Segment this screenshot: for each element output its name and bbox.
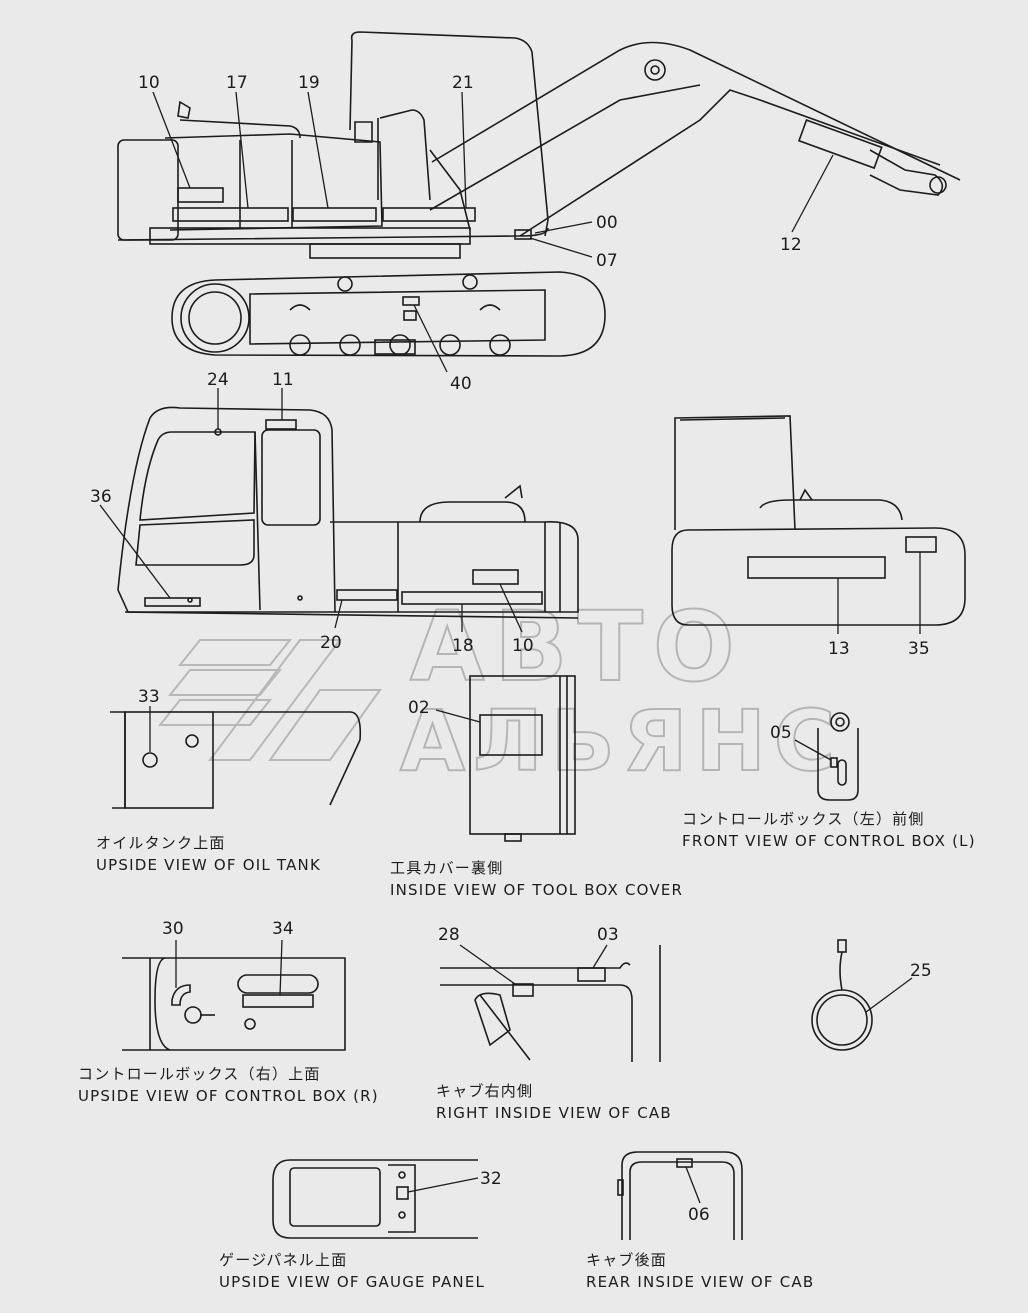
cab-rear-inside-view xyxy=(617,1151,743,1240)
callout-33: 33 xyxy=(138,687,160,707)
control-box-r-view xyxy=(122,957,346,1051)
caption-oil-tank-en: UPSIDE VIEW OF OIL TANK xyxy=(96,856,322,874)
callout-18: 18 xyxy=(452,636,474,656)
decal-30 xyxy=(171,984,191,1006)
rear-decals xyxy=(747,536,937,579)
leader-lines xyxy=(99,91,921,1204)
decal-11 xyxy=(265,419,297,430)
callout-05: 05 xyxy=(770,723,792,743)
decal-32 xyxy=(396,1186,409,1200)
machine-rear-view xyxy=(671,415,966,626)
callout-10-cab: 10 xyxy=(512,636,534,656)
decal-05 xyxy=(830,757,838,768)
decal-10-cab xyxy=(472,569,519,585)
caption-control-box-l-en: FRONT VIEW OF CONTROL BOX (L) xyxy=(682,832,976,850)
caption-cab-right: キャブ右内側 RIGHT INSIDE VIEW OF CAB xyxy=(436,1080,672,1124)
caption-tool-box-en: INSIDE VIEW OF TOOL BOX COVER xyxy=(390,881,684,899)
callout-32: 32 xyxy=(480,1169,502,1189)
callout-24: 24 xyxy=(207,370,229,390)
decal-03 xyxy=(577,967,606,982)
callout-00: 00 xyxy=(596,213,618,233)
callout-36: 36 xyxy=(90,487,112,507)
callout-35: 35 xyxy=(908,639,930,659)
decal-19 xyxy=(292,207,377,222)
decal-28 xyxy=(512,983,534,997)
decal-40 xyxy=(402,296,420,306)
decal-12 xyxy=(797,119,883,170)
caption-cab-right-en: RIGHT INSIDE VIEW OF CAB xyxy=(436,1104,672,1122)
cab-decals xyxy=(144,419,543,607)
excavator-decals xyxy=(172,119,883,321)
decal-34 xyxy=(242,994,314,1008)
decal-17 xyxy=(172,207,289,222)
caption-gauge-panel-jp: ゲージパネル上面 xyxy=(219,1251,348,1269)
callout-19: 19 xyxy=(298,73,320,93)
decal-35 xyxy=(905,536,937,553)
callout-10-hood: 10 xyxy=(138,73,160,93)
excavator-side-view xyxy=(117,31,961,357)
decal-25 xyxy=(811,989,873,1051)
tag-25-view xyxy=(811,939,873,1051)
caption-control-box-r-jp: コントロールボックス（右）上面 xyxy=(78,1065,321,1083)
cab-right-inside-view xyxy=(440,945,661,1062)
decal-20 xyxy=(336,589,398,601)
caption-oil-tank: オイルタンク上面 UPSIDE VIEW OF OIL TANK xyxy=(96,832,321,876)
callout-17: 17 xyxy=(226,73,248,93)
tool-box-cover-view xyxy=(469,675,576,842)
decal-33 xyxy=(142,752,158,768)
callout-06: 06 xyxy=(688,1205,710,1225)
control-box-l-view xyxy=(817,712,859,801)
callout-28: 28 xyxy=(438,925,460,945)
caption-cab-right-jp: キャブ右内側 xyxy=(436,1082,534,1100)
caption-control-box-r: コントロールボックス（右）上面 UPSIDE VIEW OF CONTROL B… xyxy=(78,1063,379,1107)
watermark-text-1: АВТО xyxy=(410,591,745,703)
callout-numbers: 10 17 19 21 00 07 12 40 24 11 36 20 18 1… xyxy=(90,73,932,1225)
callout-25: 25 xyxy=(910,961,932,981)
gauge-panel-view xyxy=(272,1159,478,1239)
caption-control-box-r-en: UPSIDE VIEW OF CONTROL BOX (R) xyxy=(78,1087,379,1105)
caption-gauge-panel: ゲージパネル上面 UPSIDE VIEW OF GAUGE PANEL xyxy=(219,1249,485,1293)
callout-13: 13 xyxy=(828,639,850,659)
callout-21: 21 xyxy=(452,73,474,93)
decal-10-hood xyxy=(177,187,224,203)
caption-control-box-l-jp: コントロールボックス（左）前側 xyxy=(682,810,925,828)
decal-02 xyxy=(479,714,543,756)
callout-02: 02 xyxy=(408,698,430,718)
caption-tool-box-jp: 工具カバー裏側 xyxy=(390,859,504,877)
oil-tank-view xyxy=(110,711,362,809)
callout-34: 34 xyxy=(272,919,294,939)
decal-13 xyxy=(747,556,886,579)
decal-06 xyxy=(676,1158,693,1168)
callout-30: 30 xyxy=(162,919,184,939)
caption-cab-rear-jp: キャブ後面 xyxy=(586,1251,668,1269)
decal-36 xyxy=(144,597,201,607)
callout-12: 12 xyxy=(780,235,802,255)
caption-cab-rear-en: REAR INSIDE VIEW OF CAB xyxy=(586,1273,815,1291)
callout-20: 20 xyxy=(320,633,342,653)
callout-40: 40 xyxy=(450,374,472,394)
caption-cab-rear: キャブ後面 REAR INSIDE VIEW OF CAB xyxy=(586,1249,814,1293)
decal-00 xyxy=(514,229,532,240)
callout-07: 07 xyxy=(596,251,618,271)
caption-control-box-l: コントロールボックス（左）前側 FRONT VIEW OF CONTROL BO… xyxy=(682,808,976,852)
cab-side-view xyxy=(117,406,579,619)
watermark-text-2: АЛЬЯНС xyxy=(400,692,843,790)
decal-21 xyxy=(382,207,476,222)
caption-gauge-panel-en: UPSIDE VIEW OF GAUGE PANEL xyxy=(219,1273,486,1291)
caption-tool-box: 工具カバー裏側 INSIDE VIEW OF TOOL BOX COVER xyxy=(390,857,683,901)
watermark-logo xyxy=(157,639,382,761)
decal-18 xyxy=(401,591,543,605)
caption-oil-tank-jp: オイルタンク上面 xyxy=(96,834,226,852)
callout-03: 03 xyxy=(597,925,619,945)
callout-11: 11 xyxy=(272,370,294,390)
